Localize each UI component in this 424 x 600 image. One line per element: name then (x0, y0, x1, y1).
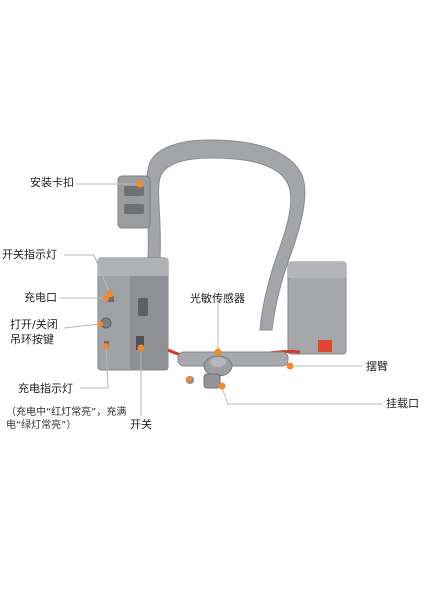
release-button-label-line2: 吊环按键 (10, 333, 54, 346)
charge-indicator-note: （充电中“红灯常亮”，充满电“绿灯常亮”） (6, 407, 127, 431)
power-indicator-label: 开关指示灯 (2, 248, 57, 261)
switch-label: 开关 (130, 418, 152, 431)
swing-arm-label: 摆臂 (366, 360, 388, 373)
release-button-label-line1: 打开/关闭 (10, 318, 58, 331)
charge-port-label: 充电口 (24, 291, 57, 304)
hook (203, 373, 221, 389)
mount-buckle-label: 安装卡扣 (30, 176, 74, 189)
swing-arm (177, 351, 289, 367)
hook-port-label: 挂载口 (386, 397, 419, 410)
charge-indicator-label: 充电指示灯 (18, 382, 73, 395)
mount-frame (146, 139, 306, 331)
light-sensor-label: 光敏传感器 (190, 292, 245, 305)
